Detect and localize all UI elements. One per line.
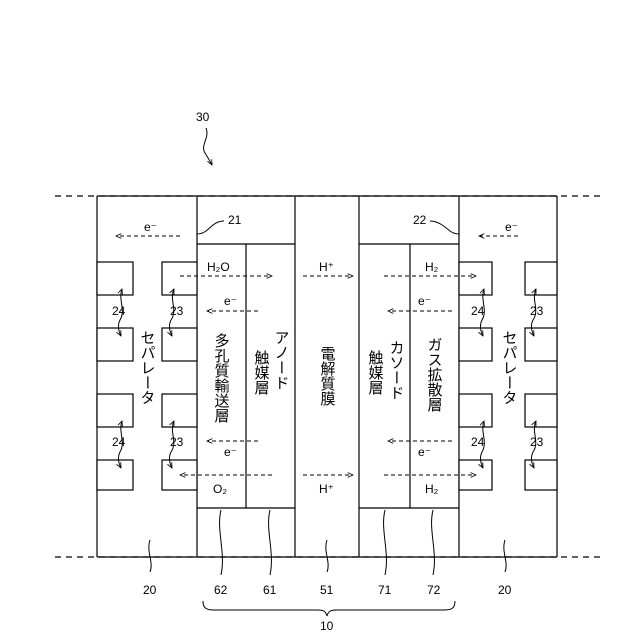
ref-51: 51 — [320, 583, 334, 597]
bottom-leaders — [149, 510, 506, 575]
label-e-top-left: e⁻ — [144, 220, 157, 234]
ref-20-left: 20 — [143, 583, 157, 597]
ref-20-right: 20 — [498, 583, 512, 597]
ref-71: 71 — [378, 583, 392, 597]
ref-24-r2: 24 — [471, 435, 485, 449]
ref-24-l1: 24 — [112, 304, 126, 318]
ref-62: 62 — [214, 583, 228, 597]
ref-23-l2: 23 — [170, 435, 184, 449]
ref-24-l2: 24 — [112, 435, 126, 449]
ref-23-l1: 23 — [170, 304, 184, 318]
label-membrane: 電解質膜 — [319, 346, 336, 407]
ref-23-r1: 23 — [530, 304, 544, 318]
label-o2: O₂ — [213, 482, 227, 496]
label-cathode-catalyst-1: 触媒層 — [367, 350, 384, 395]
label-h2-top: H₂ — [425, 260, 439, 274]
figure-ref-arrow — [204, 128, 212, 165]
label-h2o: H₂O — [207, 260, 230, 274]
label-e-anode-bot: e⁻ — [224, 445, 237, 459]
figure-ref: 30 — [196, 110, 210, 124]
label-e-cathode-bot: e⁻ — [418, 445, 431, 459]
label-h-bot: H⁺ — [319, 482, 334, 496]
label-separator-right: セパレータ — [501, 330, 518, 405]
label-e-cathode-top: e⁻ — [418, 294, 431, 308]
label-anode-catalyst-1: 触媒層 — [253, 350, 270, 395]
assembly-brace — [203, 601, 455, 616]
label-anode-catalyst-2: アノード — [273, 330, 290, 390]
label-cathode-catalyst-2: カソード — [388, 340, 405, 400]
label-e-anode-top: e⁻ — [224, 294, 237, 308]
ref-22: 22 — [413, 213, 427, 227]
label-porous-layer: 多孔質輸送層 — [213, 333, 230, 423]
ref-10: 10 — [320, 619, 334, 633]
label-e-top-right: e⁻ — [505, 220, 518, 234]
ref-61: 61 — [263, 583, 277, 597]
label-gdl: ガス拡散層 — [426, 337, 443, 412]
ref-72: 72 — [427, 583, 441, 597]
label-separator-left: セパレータ — [139, 330, 156, 405]
ref-21: 21 — [228, 213, 242, 227]
bottom-reference-numbers: 20 62 61 51 71 72 20 — [143, 583, 512, 597]
ref-24-r1: 24 — [471, 304, 485, 318]
ref-23-r2: 23 — [530, 435, 544, 449]
label-h2-bot: H₂ — [425, 482, 439, 496]
label-h-top: H⁺ — [319, 260, 334, 274]
